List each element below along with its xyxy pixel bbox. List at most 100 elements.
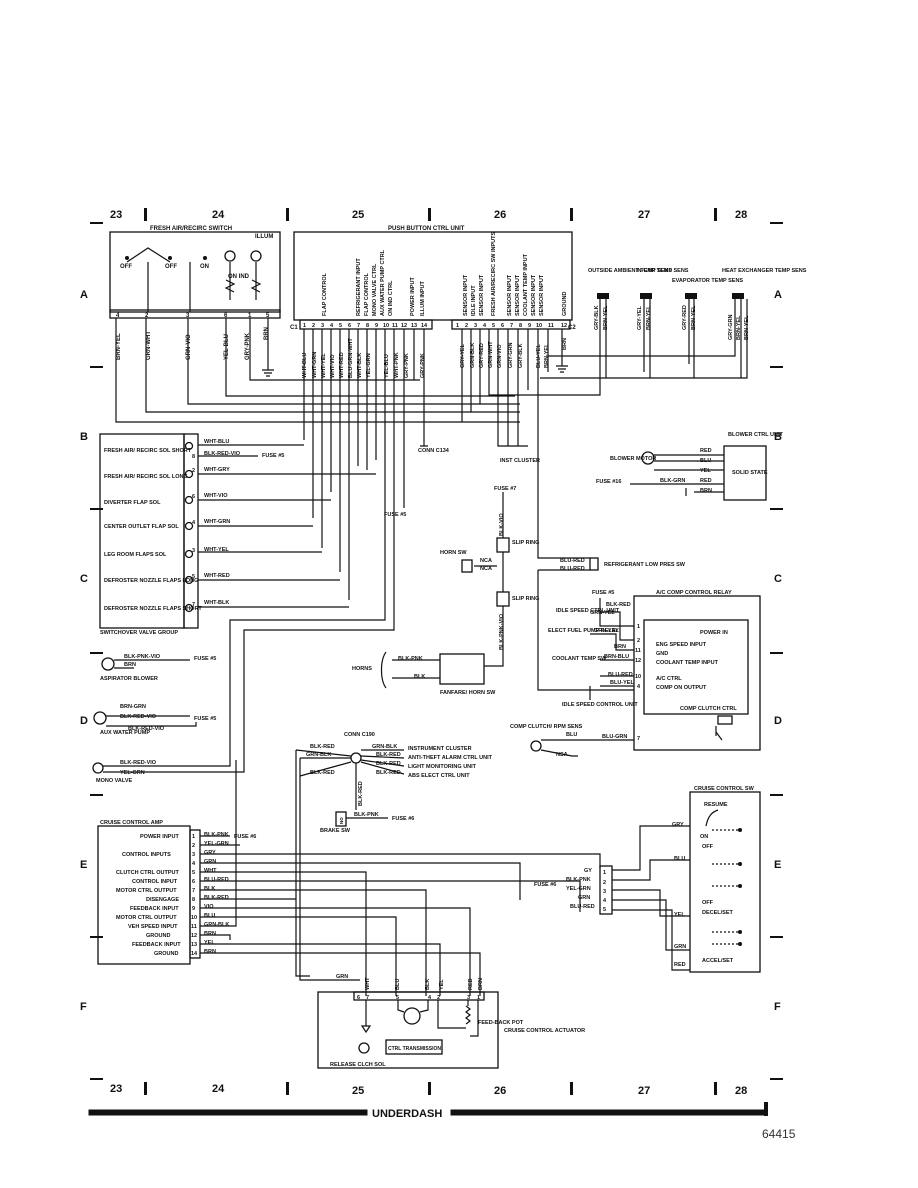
function-label: POWER INPUT <box>410 277 416 316</box>
wire-label: WHT-BLK <box>204 600 229 606</box>
fa-pin: 6 <box>224 313 228 319</box>
actuator-wire: WHT <box>365 977 371 990</box>
sensor-outside-ambient: OUTSIDE AMBIENT TEMP SENS <box>588 268 672 274</box>
switchover-valve-group: SWITCHOVER VALVE GROUP FRESH AIR/ RECIRC… <box>99 433 376 636</box>
release-clch-label: RELEASE CLCH SOL <box>330 1062 386 1068</box>
c2-pin: 4 <box>483 323 487 329</box>
c1-pin: 3 <box>321 323 324 329</box>
wire-label: BRN <box>124 662 136 668</box>
c1-wire-labels: WHT-BLU WHT-GRN WHT-YEL WHT-VIO WHT-RED … <box>302 338 426 378</box>
sensor-connector <box>640 293 652 299</box>
amp-wire: GRN <box>204 859 216 865</box>
wire-label: GRY-RED <box>479 343 485 368</box>
c2-pin: 11 <box>548 323 554 329</box>
wire-label: GRN-BLK <box>470 343 476 368</box>
ctrl-transmission-box <box>385 1039 443 1055</box>
function-label: MONO VALVE CTRL <box>372 263 378 316</box>
wire-label: GRN-WHT <box>146 331 152 360</box>
wire-label: BRN <box>264 327 270 340</box>
wire-label: WHT-VIO <box>204 493 228 499</box>
function-label: SENSOR INPUT <box>507 274 513 316</box>
wire-label: BLK-PNK-VIO <box>124 654 161 660</box>
function-label: FLAP CONTROL <box>364 272 370 316</box>
c1-pin: 4 <box>330 323 334 329</box>
row-label-c-right: C <box>774 573 782 585</box>
wire-label: GRN-YEL <box>590 610 615 616</box>
row-label-e: E <box>80 859 87 871</box>
fuse-label: FUSE #5 <box>592 590 614 596</box>
wire-label: BLU <box>566 732 577 738</box>
fa-pin: 1 <box>248 313 252 319</box>
amp-row-label: MOTOR CTRL OUTPUT <box>116 888 177 894</box>
horn-sw-label: HORN SW <box>440 550 467 556</box>
wire-label: BLU-RED <box>560 558 585 564</box>
wire-label: BLK-VIO <box>499 513 505 536</box>
c190-connector-icon <box>350 752 362 764</box>
amp-wire: YEL <box>204 940 215 946</box>
col-tick <box>714 208 717 221</box>
slip-ring-icon <box>496 591 510 607</box>
cruise-control-sw: CRUISE CONTROL SW RESUME ON OFF OFF DECE… <box>534 786 761 973</box>
actuator-pin: 4 <box>428 995 432 1001</box>
switchover-group-title: SWITCHOVER VALVE GROUP <box>100 630 178 636</box>
wire-label: BLK-PNK <box>354 812 379 818</box>
solenoid-pin: 7 <box>192 602 195 608</box>
wire-label: BLU-RED <box>608 672 633 678</box>
wire-label: WHT-GRN <box>204 519 230 525</box>
solenoid-pin: 8 <box>192 454 195 460</box>
figure-number: 64415 <box>762 1127 796 1141</box>
aux-pump-icon <box>93 711 107 725</box>
ac-relay-title: A/C COMP CONTROL RELAY <box>656 590 732 596</box>
c1-pin: 7 <box>357 323 360 329</box>
wire-label: WHT-GRY <box>204 467 230 473</box>
wire-label: BRN-BLU <box>604 654 629 660</box>
switch-off-2: OFF <box>165 264 177 270</box>
ac-pin: 7 <box>637 736 640 742</box>
wire-label: BRN-GRN <box>120 704 146 710</box>
row-label-b-right: B <box>774 431 782 443</box>
fa-pin: 3 <box>186 313 190 319</box>
amp-wire: GRN-BLK <box>204 922 229 928</box>
col-label-24-bottom: 24 <box>212 1083 225 1095</box>
solenoid-icon <box>184 441 194 451</box>
underdash-bar-right <box>450 1109 766 1116</box>
blower-section: BLOWER CTRL UNIT SOLID STATE BLOWER MOTO… <box>596 432 784 501</box>
ac-pin: 10 <box>635 674 641 680</box>
amp-wire: YEL-GRN <box>204 841 229 847</box>
actuator-name: CRUISE CONTROL ACTUATOR <box>504 1028 585 1034</box>
wire-label: BLK-RED <box>606 602 631 608</box>
ac-function: A/C CTRL <box>656 676 682 682</box>
col-label-23-bottom: 23 <box>110 1083 122 1095</box>
solenoid-label: CENTER OUTLET FLAP SOL <box>104 524 179 530</box>
function-label: COOLANT TEMP INPUT <box>523 253 529 316</box>
wire-label: BLK-RED <box>310 744 335 750</box>
ctrl-transmission-label: CTRL TRANSMISSION <box>388 1046 441 1052</box>
c1-pin: 6 <box>348 323 351 329</box>
wire-label: BLU-GRN <box>602 734 627 740</box>
ac-input-label: BLU-YEL <box>610 680 634 686</box>
brake-sw: NO BRAKE SW BLK-PNK FUSE #6 <box>320 811 414 834</box>
col-label-24: 24 <box>212 209 225 221</box>
amp-wire: BLK-RED <box>204 895 229 901</box>
cruise-control-amp: CRUISE CONTROL AMP POWER INPUT CONTROL I… <box>97 760 601 996</box>
wire-label: WHT-RED <box>339 352 345 378</box>
row-label-c: C <box>80 573 88 585</box>
horn-circuit: FUSE #5 FUSE #7 BLK-VIO SLIP RING HORN S… <box>352 480 539 696</box>
inst-cluster: INST CLUSTER <box>500 458 540 464</box>
amp-row-label: MOTOR CTRL OUTPUT <box>116 915 177 921</box>
sw-wire: YEL <box>674 912 685 918</box>
wire-label: YEL-GRN <box>366 353 372 378</box>
c1-pin: 12 <box>401 323 407 329</box>
amp-row-label: CONTROL INPUT <box>132 879 178 885</box>
wire-label: WHT-RED <box>204 573 230 579</box>
switch-contact <box>203 256 207 260</box>
ac-sub-title: COMP CLUTCH CTRL <box>680 706 737 712</box>
c2-pin: 2 <box>465 323 468 329</box>
row-label-f-right: F <box>774 1001 781 1013</box>
wire-label: BRN <box>562 338 568 350</box>
c2-pin-row: 1 2 3 4 5 6 7 8 9 10 11 12 <box>456 323 567 329</box>
function-label: GROUND <box>562 292 568 316</box>
wire-label: GRN-VIO <box>186 334 192 360</box>
amp-wire: BLK <box>204 886 215 892</box>
col-label-28: 28 <box>735 209 747 221</box>
